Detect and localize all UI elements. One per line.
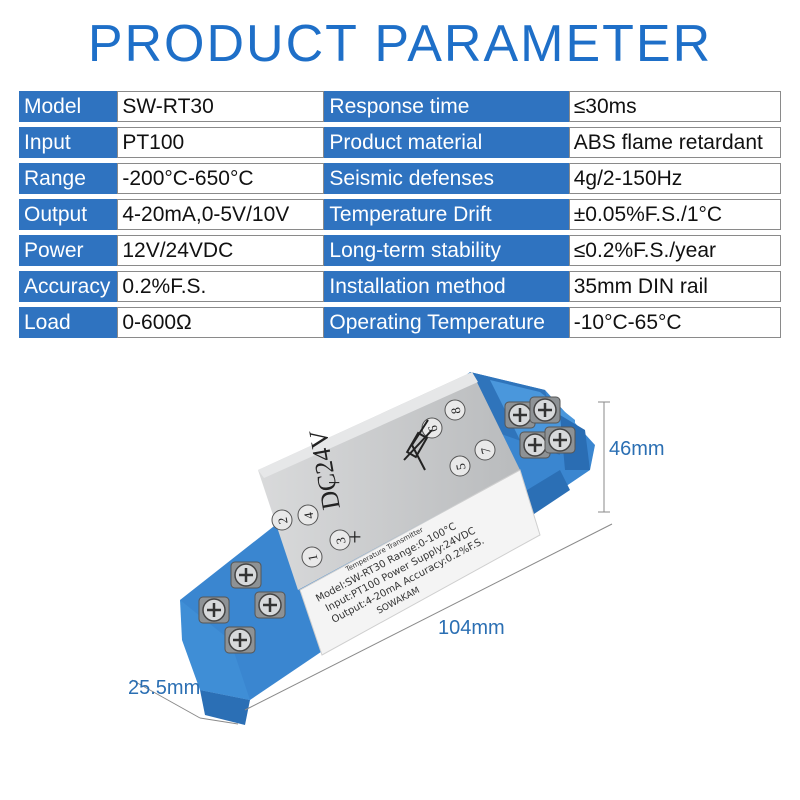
width-dimension: 25.5mm bbox=[128, 677, 201, 699]
svg-text:5: 5 bbox=[453, 462, 469, 471]
svg-text:7: 7 bbox=[478, 446, 494, 455]
param-value: SW-RT30 bbox=[117, 91, 325, 122]
length-dimension: 104mm bbox=[438, 617, 505, 639]
terminal-number: 8 bbox=[444, 399, 466, 421]
param-value: ±0.05%F.S./1°C bbox=[568, 199, 781, 230]
screw-terminal-icon bbox=[544, 426, 576, 454]
svg-text:1: 1 bbox=[305, 553, 321, 562]
param-value: 0-600Ω bbox=[117, 307, 325, 338]
page-title: PRODUCT PARAMETER bbox=[87, 15, 713, 73]
height-dimension: 46mm bbox=[609, 438, 665, 460]
screw-terminal-icon bbox=[230, 561, 262, 589]
terminal-number: 2 bbox=[271, 509, 293, 531]
param-value: 4g/2-150Hz bbox=[568, 163, 781, 194]
param-label: Power bbox=[19, 235, 118, 266]
terminal-number: 4 bbox=[297, 504, 319, 526]
terminal-number: 3 bbox=[329, 529, 351, 551]
param-label: Installation method bbox=[324, 271, 569, 302]
param-label: Model bbox=[19, 91, 118, 122]
terminal-number: 1 bbox=[301, 546, 323, 568]
param-value: 0.2%F.S. bbox=[117, 271, 325, 302]
svg-text:4: 4 bbox=[301, 511, 317, 520]
param-value: ≤0.2%F.S./year bbox=[568, 235, 781, 266]
param-label: Response time bbox=[324, 91, 569, 122]
svg-text:2: 2 bbox=[275, 516, 291, 525]
svg-text:8: 8 bbox=[448, 406, 464, 415]
param-label: Load bbox=[19, 307, 118, 338]
param-label: Output bbox=[19, 199, 118, 230]
param-label: Temperature Drift bbox=[324, 199, 569, 230]
screw-terminal-icon bbox=[224, 626, 256, 654]
param-label: Input bbox=[19, 127, 118, 158]
screw-terminal-icon bbox=[504, 401, 536, 429]
svg-text:3: 3 bbox=[333, 536, 349, 545]
product-label bbox=[299, 469, 541, 656]
param-label: Product material bbox=[324, 127, 569, 158]
param-value: ≤30ms bbox=[568, 91, 781, 122]
plus-sign: + bbox=[348, 525, 362, 551]
screw-terminal-icon bbox=[254, 591, 286, 619]
param-value: 4-20mA,0-5V/10V bbox=[117, 199, 325, 230]
param-value: 35mm DIN rail bbox=[568, 271, 781, 302]
param-label: Seismic defenses bbox=[324, 163, 569, 194]
screw-terminal-icon bbox=[198, 596, 230, 624]
terminal-number: 5 bbox=[449, 455, 471, 477]
param-value: -200°C-650°C bbox=[117, 163, 325, 194]
param-value: ABS flame retardant bbox=[568, 127, 781, 158]
param-value: PT100 bbox=[117, 127, 325, 158]
param-label: Accuracy bbox=[19, 271, 118, 302]
param-label: Long-term stability bbox=[324, 235, 569, 266]
param-value: -10°C-65°C bbox=[568, 307, 781, 338]
screw-terminal-icon bbox=[519, 431, 551, 459]
param-label: Operating Temperature bbox=[324, 307, 569, 338]
terminal-number: 7 bbox=[474, 439, 496, 461]
rtd-symbol-icon bbox=[403, 419, 433, 471]
screw-terminal-icon bbox=[529, 396, 561, 424]
param-label: Range bbox=[19, 163, 118, 194]
minus-sign: − bbox=[328, 470, 340, 495]
param-value: 12V/24VDC bbox=[117, 235, 325, 266]
front-panel bbox=[258, 372, 520, 590]
svg-text:6: 6 bbox=[425, 424, 441, 433]
